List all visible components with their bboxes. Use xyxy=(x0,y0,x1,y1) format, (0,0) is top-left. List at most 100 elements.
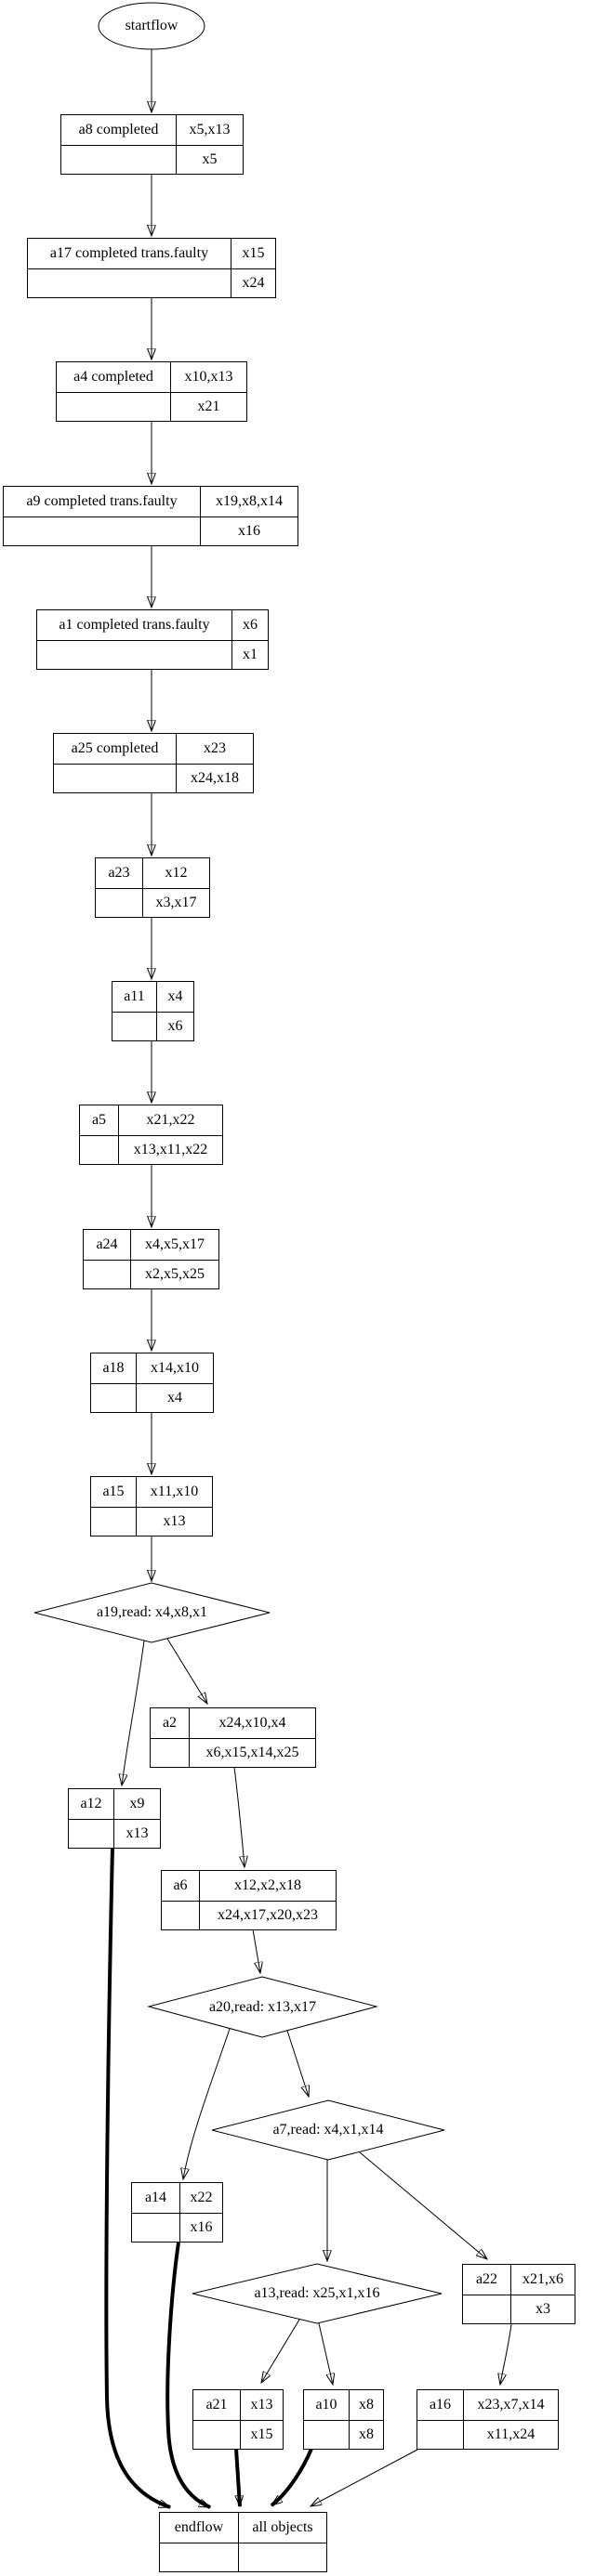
node-a18-bottom: x4 xyxy=(136,1382,213,1412)
edge-a19-a12 xyxy=(122,1640,145,1785)
a13-label: a13,read: x25,x1,x16 xyxy=(254,2285,380,2301)
node-a2-name: a2 xyxy=(162,1714,178,1731)
node-endflow: endflow all objects xyxy=(159,2512,327,2572)
node-a23-name: a23 xyxy=(108,864,130,881)
node-a11-top: x4 xyxy=(156,982,193,1012)
node-a10: a10 x8 x8 xyxy=(303,2389,384,2450)
node-a11-name: a11 xyxy=(124,987,145,1004)
node-a24: a24 x4,x5,x17 x2,x5,x25 xyxy=(83,1229,219,1289)
node-a25-bottom: x24,x18 xyxy=(176,763,253,792)
node-a10-top: x8 xyxy=(349,2390,383,2420)
node-endflow-top: all objects xyxy=(238,2513,326,2543)
node-a8-top: x5,x13 xyxy=(176,115,243,145)
node-a10-bottom: x8 xyxy=(349,2419,383,2449)
edge-a22-a16 xyxy=(500,2323,512,2385)
node-a1-bottom: x1 xyxy=(231,639,268,669)
node-a5: a5 x21,x22 x13,x11,x22 xyxy=(79,1105,223,1165)
node-a4-top: x10,x13 xyxy=(170,362,246,392)
node-a14: a14 x22 x16 xyxy=(131,2182,223,2243)
node-a8-name: a8 completed xyxy=(78,121,159,137)
node-a11-bottom: x6 xyxy=(156,1011,193,1040)
node-a12-top: x9 xyxy=(113,1789,160,1819)
node-a21: a21 x13 x15 xyxy=(192,2389,284,2450)
node-a18-top: x14,x10 xyxy=(136,1353,213,1383)
node-a11: a11 x4 x6 xyxy=(112,981,194,1041)
edge-a21-endflow xyxy=(236,2448,240,2506)
node-a2-top: x24,x10,x4 xyxy=(189,1708,315,1738)
edge-a20-a7 xyxy=(286,2030,309,2097)
node-a18: a18 x14,x10 x4 xyxy=(90,1353,214,1413)
node-a24-top: x4,x5,x17 xyxy=(130,1230,218,1260)
edge-a2-a6 xyxy=(233,1766,245,1867)
edge-a10-endflow xyxy=(270,2448,313,2507)
edge-a13-a21 xyxy=(261,2319,300,2383)
node-a16: a16 x23,x7,x14 x11,x24 xyxy=(416,2389,559,2450)
edge-a13-a10 xyxy=(318,2322,333,2385)
node-a15-bottom: x13 xyxy=(136,1506,212,1536)
node-a25-top: x23 xyxy=(176,734,253,764)
node-a1-name: a1 completed trans.faulty xyxy=(59,616,210,633)
node-a10-name: a10 xyxy=(315,2396,337,2413)
node-a9: a9 completed trans.faulty x19,x8,x14 x16 xyxy=(3,486,298,546)
node-a16-name: a16 xyxy=(429,2396,452,2413)
a13-diamond xyxy=(192,2263,443,2324)
node-a5-top: x21,x22 xyxy=(118,1105,222,1135)
node-a9-name: a9 completed trans.faulty xyxy=(26,492,178,509)
node-a9-top: x19,x8,x14 xyxy=(200,487,298,517)
node-a6: a6 x12,x2,x18 x24,x17,x20,x23 xyxy=(161,1870,337,1930)
startflow-node: startflow xyxy=(99,3,205,49)
node-a21-name: a21 xyxy=(205,2396,228,2413)
a19-diamond xyxy=(33,1582,271,1643)
node-a12: a12 x9 x13 xyxy=(68,1788,161,1849)
node-a2-bottom: x6,x15,x14,x25 xyxy=(189,1737,315,1767)
node-a2: a2 x24,x10,x4 x6,x15,x14,x25 xyxy=(150,1707,316,1768)
node-a23: a23 x12 x3,x17 xyxy=(95,857,210,918)
node-a9-bottom: x16 xyxy=(200,516,298,545)
edge-a12-endflow xyxy=(104,1847,170,2509)
node-a17-top: x15 xyxy=(231,239,275,268)
node-a22-bottom: x3 xyxy=(510,2294,575,2323)
node-a17-bottom: x24 xyxy=(231,268,275,297)
edge-a19-a2 xyxy=(166,1638,207,1704)
node-a15: a15 x11,x10 x13 xyxy=(90,1476,213,1536)
a13-read-node: a13,read: x25,x1,x16 xyxy=(192,2264,442,2323)
node-a1-top: x6 xyxy=(231,610,268,640)
node-a14-bottom: x16 xyxy=(179,2212,222,2242)
node-a23-bottom: x3,x17 xyxy=(142,887,209,917)
node-a22-name: a22 xyxy=(475,2270,498,2287)
node-a14-name: a14 xyxy=(144,2189,167,2205)
edge-a6-a20 xyxy=(252,1929,260,1973)
node-a15-top: x11,x10 xyxy=(136,1477,212,1507)
node-a16-bottom: x11,x24 xyxy=(463,2419,558,2449)
node-a16-top: x23,x7,x14 xyxy=(463,2390,558,2420)
node-a21-top: x13 xyxy=(240,2390,283,2420)
a19-read-node: a19,read: x4,x8,x1 xyxy=(34,1583,270,1642)
node-a12-bottom: x13 xyxy=(113,1818,160,1848)
node-a1: a1 completed trans.faulty x6 x1 xyxy=(36,609,269,670)
edge-a20-a14 xyxy=(183,2028,231,2179)
node-a5-name: a5 xyxy=(91,1111,107,1128)
node-a4: a4 completed x10,x13 x21 xyxy=(56,361,247,422)
node-a12-name: a12 xyxy=(80,1795,102,1811)
edge-a14-endflow xyxy=(165,2242,210,2509)
edge-a16-endflow xyxy=(311,2449,418,2506)
node-a4-name: a4 completed xyxy=(73,368,153,385)
a20-label: a20,read: x13,x17 xyxy=(208,1998,317,2015)
node-a8: a8 completed x5,x13 x5 xyxy=(60,114,244,175)
a7-label: a7,read: x4,x1,x14 xyxy=(272,2122,384,2138)
node-a15-name: a15 xyxy=(102,1483,125,1499)
a19-label: a19,read: x4,x8,x1 xyxy=(96,1604,208,1620)
node-a17-name: a17 completed trans.faulty xyxy=(49,244,209,261)
node-a22: a22 x21,x6 x3 xyxy=(462,2264,575,2324)
a20-read-node: a20,read: x13,x17 xyxy=(149,1977,377,2037)
node-endflow-bottom xyxy=(238,2542,326,2571)
node-a21-bottom: x15 xyxy=(240,2419,283,2449)
a20-diamond xyxy=(147,1976,378,2038)
node-a23-top: x12 xyxy=(142,858,209,888)
node-a22-top: x21,x6 xyxy=(510,2265,575,2295)
node-a6-name: a6 xyxy=(173,1876,188,1893)
node-a6-top: x12,x2,x18 xyxy=(199,1871,336,1901)
node-a25: a25 completed x23 x24,x18 xyxy=(53,733,254,793)
node-a4-bottom: x21 xyxy=(170,391,246,421)
